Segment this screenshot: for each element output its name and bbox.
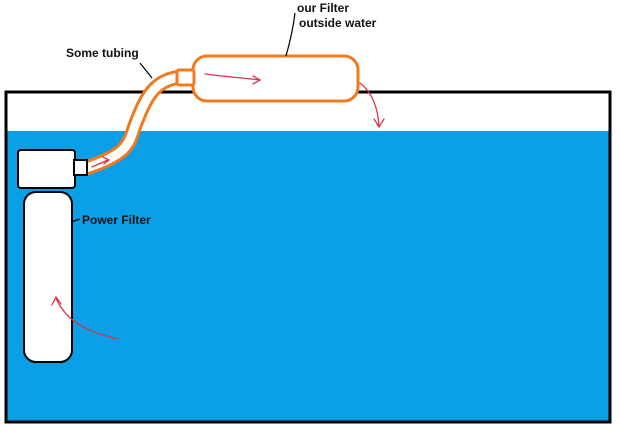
flow-arrow-tube [91, 159, 109, 168]
label-pointers [70, 12, 296, 223]
outside-filter-inlet [175, 68, 196, 87]
flow-arrow-filter [204, 73, 261, 81]
aquarium-tank [4, 90, 612, 424]
power-filter-body [23, 191, 73, 363]
power-filter [17, 149, 88, 363]
flow-arrow-intake [55, 297, 119, 340]
label-our-filter-line2: outside water [299, 16, 377, 30]
flow-arrow-tube-head [102, 156, 111, 165]
pointer-tubing [139, 62, 153, 79]
flow-arrow-intake-head [51, 295, 62, 306]
label-tubing: Some tubing [66, 46, 139, 60]
label-power-filter: Power Filter [82, 213, 151, 227]
outside-filter [175, 54, 360, 103]
power-filter-head [17, 149, 76, 189]
flow-arrows [51, 73, 385, 340]
pointer-our-filter [285, 12, 296, 57]
tubing-inner [81, 72, 185, 173]
label-our-filter-line1: our Filter [297, 1, 349, 15]
tank-water [6, 131, 610, 422]
flow-arrow-outflow-head [373, 118, 385, 129]
power-filter-nozzle [73, 159, 88, 176]
flow-arrow-filter-head [252, 75, 262, 85]
outside-filter-body [191, 54, 360, 103]
tubing [78, 69, 188, 176]
flow-arrow-outflow [359, 82, 380, 127]
pointer-power-filter [70, 218, 81, 223]
